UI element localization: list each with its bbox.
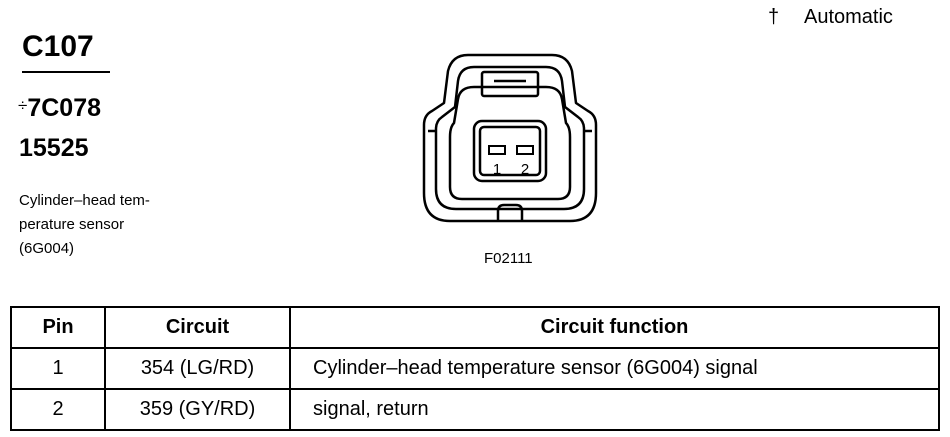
table-row: 1 354 (LG/RD) Cylinder–head temperature …	[10, 347, 940, 390]
connector-outer-housing	[422, 53, 598, 223]
connector-face-diagram: 1 2	[422, 53, 598, 223]
description-line: perature sensor	[19, 216, 125, 233]
figure-id: F02111	[484, 250, 533, 267]
cell-pin: 2	[10, 388, 106, 431]
cell-circuit-function: signal, return	[289, 388, 940, 431]
cell-circuit: 354 (LG/RD)	[104, 347, 291, 390]
description-line: Cylinder–head tem-	[19, 192, 150, 209]
pin-1-terminal	[488, 145, 506, 155]
header-pin: Pin	[10, 306, 106, 349]
pin-cavity-block	[472, 119, 548, 183]
pinout-table: Pin Circuit Circuit function 1 354 (LG/R…	[10, 306, 940, 431]
legend: † Automatic	[768, 6, 893, 29]
connector-id-underline	[22, 71, 110, 73]
pin-1-label: 1	[493, 161, 501, 178]
part-marker: ÷	[18, 96, 28, 115]
pin-2-label: 2	[521, 161, 529, 178]
base-number: 15525	[19, 134, 89, 162]
legend-symbol: †	[768, 6, 780, 28]
connector-description: Cylinder–head tem- perature sensor (6G00…	[19, 189, 209, 261]
locking-latch	[480, 70, 540, 98]
connector-inner-housing	[434, 65, 586, 211]
cell-circuit-function: Cylinder–head temperature sensor (6G004)…	[289, 347, 940, 390]
connector-shroud	[448, 85, 572, 201]
description-line: (6G004)	[19, 240, 75, 257]
header-circuit-function: Circuit function	[289, 306, 940, 349]
connector-id: C107	[22, 30, 94, 63]
cell-circuit: 359 (GY/RD)	[104, 388, 291, 431]
table-header-row: Pin Circuit Circuit function	[10, 306, 940, 349]
part-number: ÷7C078	[18, 94, 101, 123]
cell-pin: 1	[10, 347, 106, 390]
polarizing-key	[496, 203, 524, 221]
part-number-value: 7C078	[27, 94, 102, 122]
legend-text: Automatic	[804, 6, 893, 28]
table-row: 2 359 (GY/RD) signal, return	[10, 388, 940, 431]
pin-2-terminal	[516, 145, 534, 155]
header-circuit: Circuit	[104, 306, 291, 349]
